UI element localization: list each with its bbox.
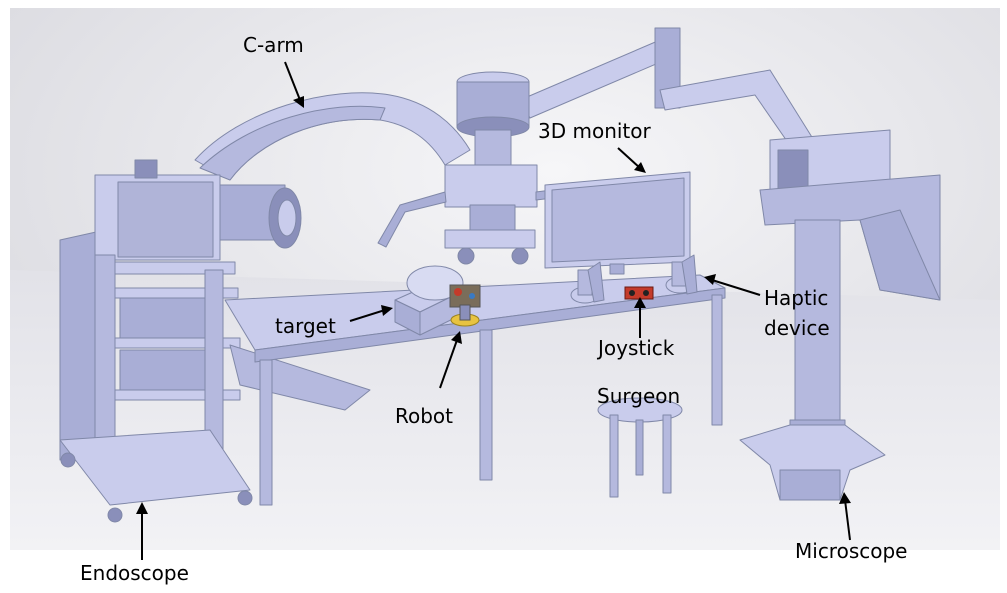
3d-monitor [544, 171, 691, 275]
robot-model [449, 284, 481, 327]
arrow-microscope [844, 499, 851, 541]
label-robot: Robot [395, 404, 453, 428]
label-joystick: Joystick [596, 336, 675, 360]
microscope [739, 129, 941, 501]
label-3d-monitor: 3D monitor [538, 119, 652, 143]
label-surgeon: Surgeon [597, 384, 680, 408]
label-haptic-line2: device [764, 316, 830, 340]
label-c-arm: C-arm [243, 33, 304, 57]
surgeon-stool [597, 397, 683, 498]
label-target: target [275, 314, 336, 338]
arrow-haptic-device [711, 279, 761, 296]
arrow-c-arm [284, 61, 301, 101]
ceiling-arm [377, 27, 821, 265]
label-haptic-line1: Haptic [764, 286, 828, 310]
haptic-device-right [665, 254, 698, 295]
annotation-arrows [136, 61, 851, 560]
label-endoscope: Endoscope [80, 561, 189, 585]
joystick-device [624, 286, 654, 300]
arrow-target [349, 309, 386, 322]
endoscope-cart [59, 159, 253, 523]
label-microscope: Microscope [795, 539, 907, 563]
arrow-3d-monitor [617, 147, 641, 169]
arrow-robot [439, 339, 458, 389]
haptic-device-left [570, 261, 605, 304]
c-arm [194, 92, 471, 249]
